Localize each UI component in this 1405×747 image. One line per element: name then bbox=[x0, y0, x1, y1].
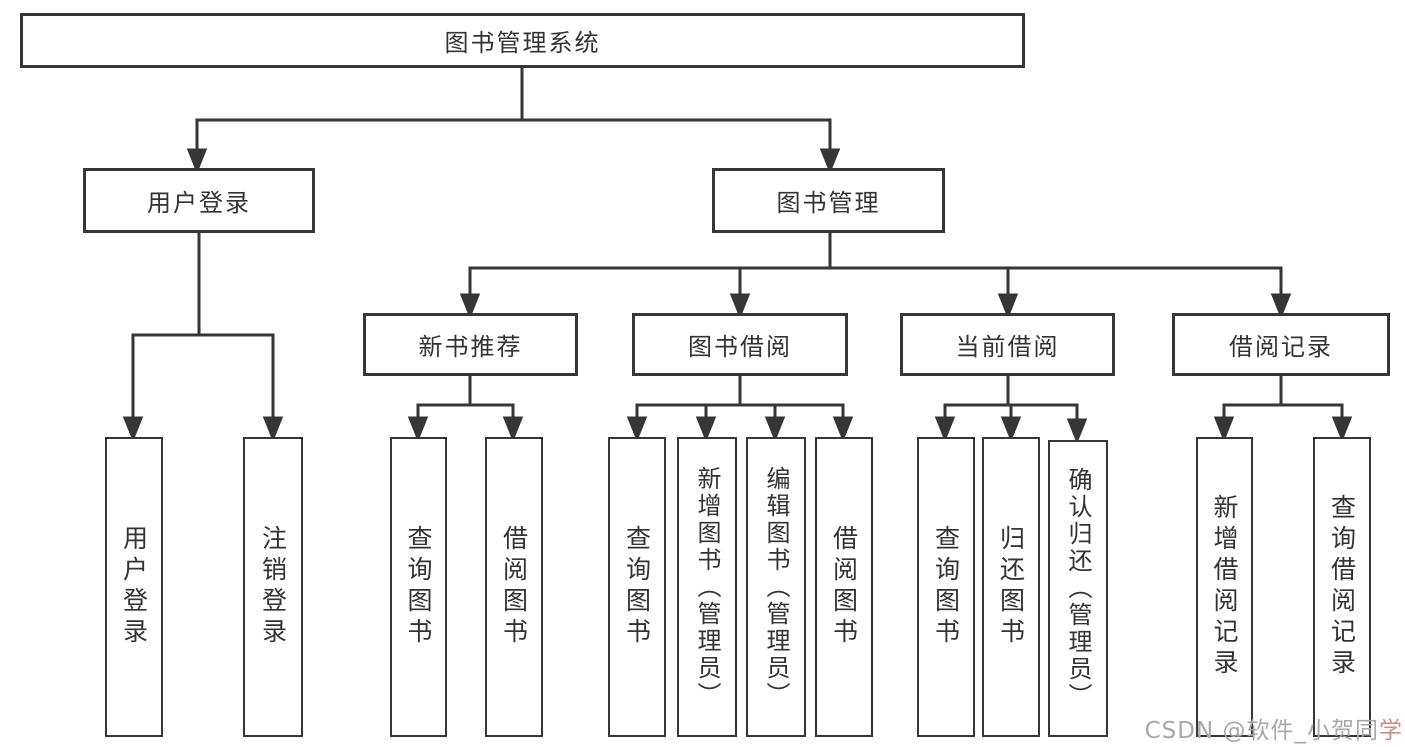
leaf-user-login: 用户登录 bbox=[105, 437, 163, 737]
leaf-query-books-recommend: 查询图书 bbox=[390, 437, 447, 737]
connector-user-login bbox=[122, 233, 284, 443]
connector-root bbox=[186, 68, 841, 175]
leaf-add-book-admin: 新增图书（管理员） bbox=[677, 437, 737, 737]
node-book-management: 图书管理 bbox=[712, 168, 945, 233]
watermark-accent-text: 学 bbox=[1379, 718, 1403, 744]
connector-book-borrow bbox=[626, 376, 854, 443]
node-current-borrow: 当前借阅 bbox=[900, 313, 1115, 376]
leaf-return-book: 归还图书 bbox=[982, 437, 1040, 737]
node-borrow-records: 借阅记录 bbox=[1172, 313, 1390, 376]
leaf-query-borrow-record: 查询借阅记录 bbox=[1313, 437, 1371, 737]
node-user-login: 用户登录 bbox=[83, 168, 315, 233]
connector-book-management bbox=[459, 232, 1292, 320]
leaf-edit-book-admin: 编辑图书（管理员） bbox=[746, 437, 806, 737]
leaf-borrow-books-recommend: 借阅图书 bbox=[485, 437, 543, 737]
leaf-query-books-borrow: 查询图书 bbox=[608, 437, 666, 737]
watermark-text: CSDN @软件_小贺同 bbox=[1144, 718, 1379, 744]
leaf-confirm-return-admin: 确认归还（管理员） bbox=[1048, 440, 1108, 737]
watermark: CSDN @软件_小贺同学 bbox=[1145, 711, 1403, 745]
connector-borrow-records bbox=[1213, 376, 1353, 443]
leaf-add-borrow-record: 新增借阅记录 bbox=[1196, 437, 1253, 737]
node-new-book-recommend: 新书推荐 bbox=[363, 313, 578, 376]
connector-current-borrow bbox=[934, 376, 1088, 445]
leaf-query-books-current: 查询图书 bbox=[917, 437, 975, 737]
node-book-borrow: 图书借阅 bbox=[632, 313, 848, 376]
leaf-logout: 注销登录 bbox=[243, 437, 303, 737]
connector-new-book-recommend bbox=[407, 376, 524, 443]
leaf-borrow-books: 借阅图书 bbox=[815, 437, 873, 737]
node-root: 图书管理系统 bbox=[20, 13, 1025, 68]
